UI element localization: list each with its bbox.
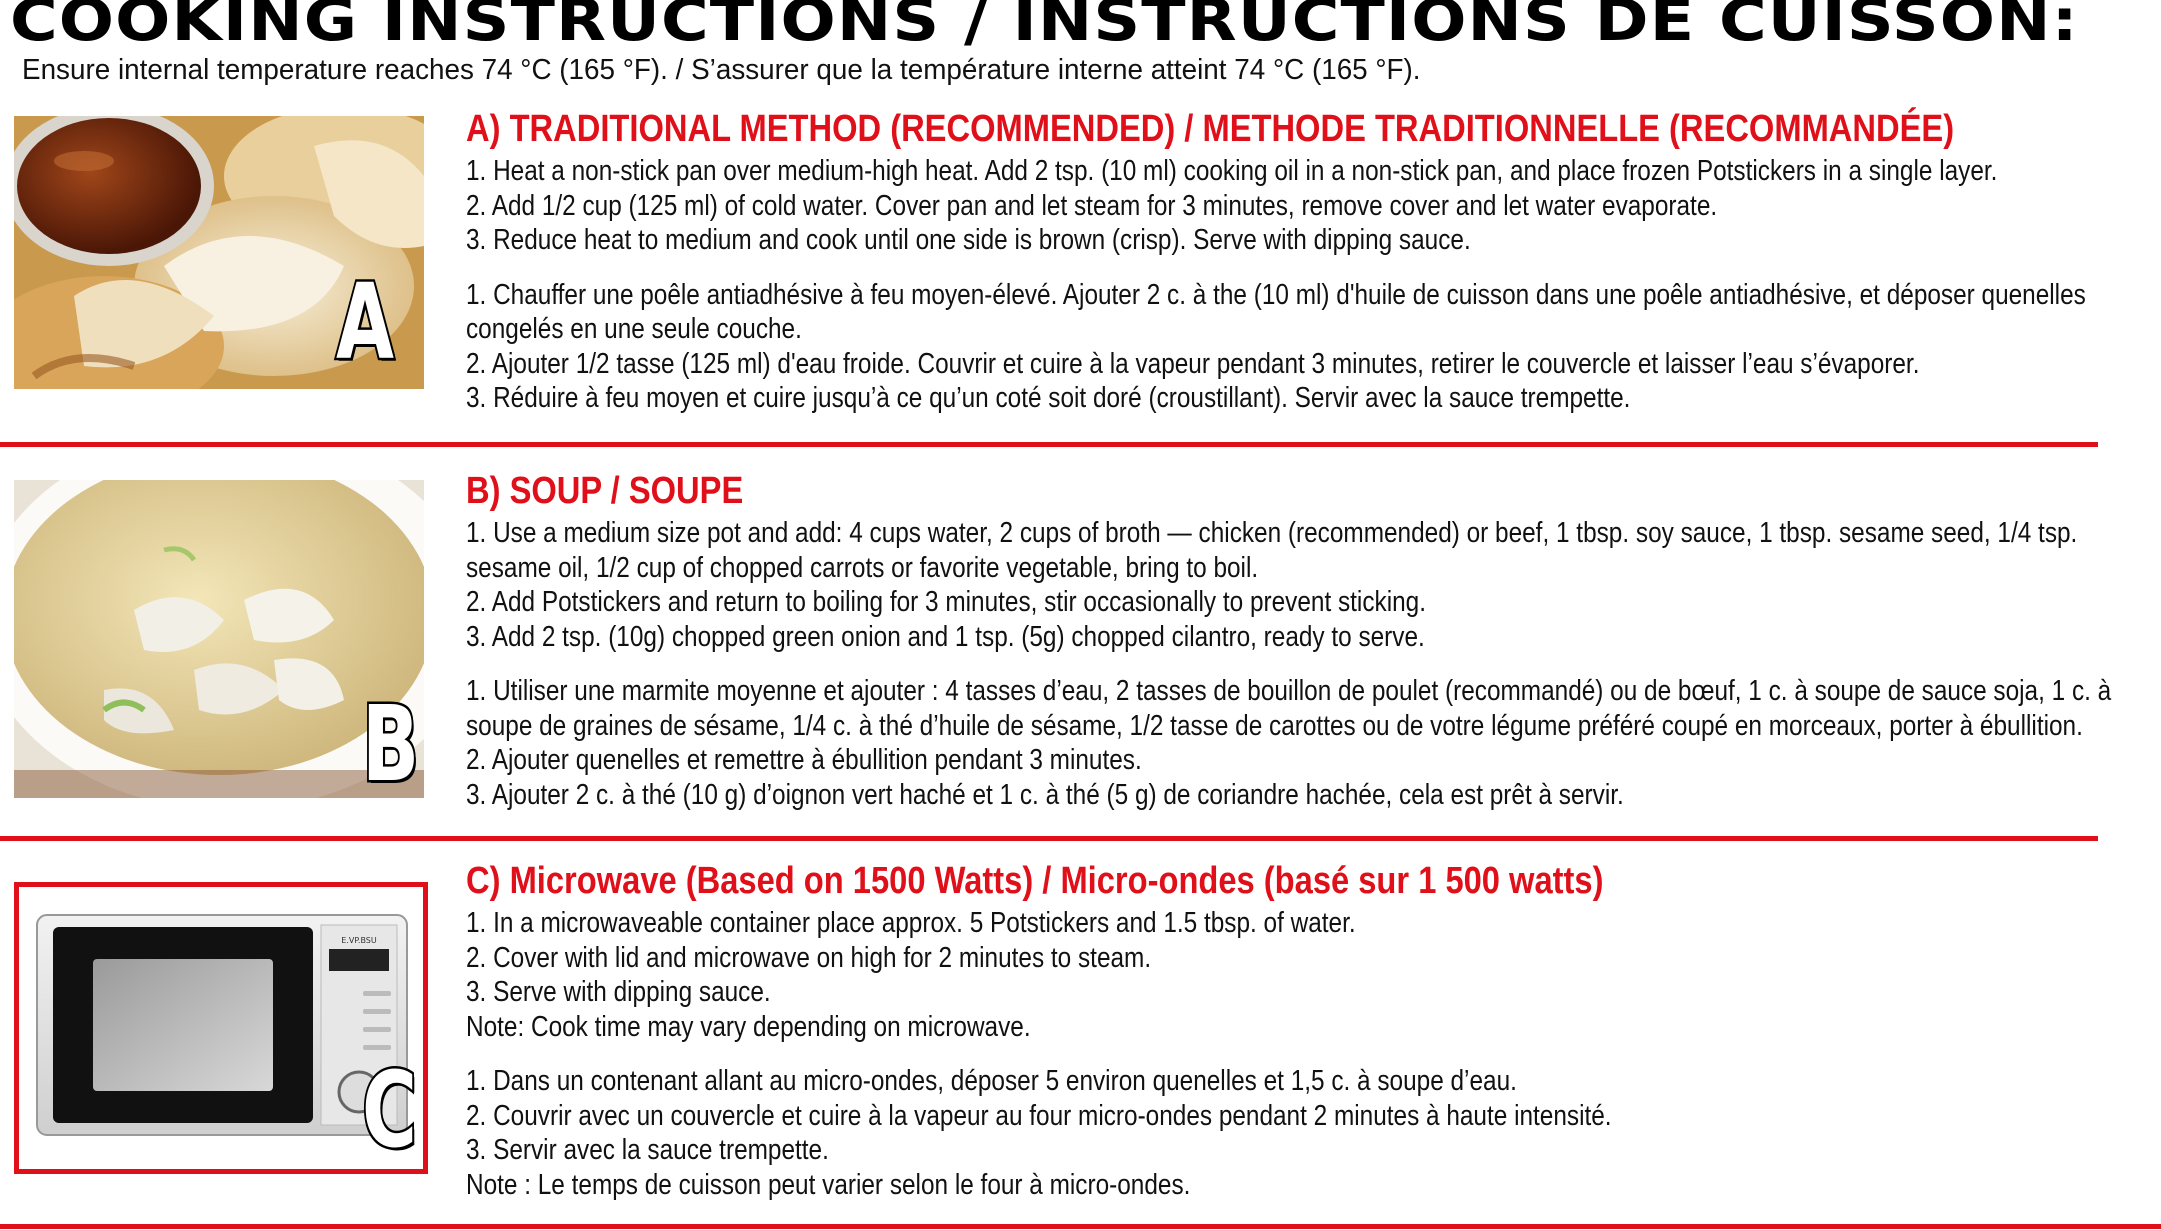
french-steps: 1. Dans un contenant allant au micro-ond…: [466, 1064, 2140, 1202]
section-title: C) Microwave (Based on 1500 Watts) / Mic…: [466, 860, 1604, 902]
pan-fried-potstickers-image: [14, 116, 424, 389]
section-badge-c: C: [360, 1049, 419, 1171]
section-badge-b: B: [360, 683, 421, 805]
step: 1. In a microwaveable container place ap…: [466, 907, 1356, 939]
french-steps: 1. Utiliser une marmite moyenne et ajout…: [466, 674, 2140, 812]
step: 3. Réduire à feu moyen et cuire jusqu’à …: [466, 382, 1631, 414]
section-content: A) TRADITIONAL METHOD (RECOMMENDED) / ME…: [466, 108, 2141, 416]
section-microwave: E.VP.BSU C C) Microwave (Based on 1500 W…: [0, 860, 2161, 1225]
english-steps: 1. In a microwaveable container place ap…: [466, 906, 2140, 1044]
step: 1. Use a medium size pot and add: 4 cups…: [466, 517, 2078, 584]
french-steps: 1. Chauffer une poêle antiadhésive à feu…: [466, 278, 2140, 416]
section-soup: B B) SOUP / SOUPE 1. Use a medium size p…: [0, 470, 2161, 840]
section-content: C) Microwave (Based on 1500 Watts) / Mic…: [466, 860, 2141, 1202]
step: 1. Utiliser une marmite moyenne et ajout…: [466, 675, 2112, 742]
step: 1. Heat a non-stick pan over medium-high…: [466, 155, 1998, 187]
step: 3. Reduce heat to medium and cook until …: [466, 224, 1471, 256]
section-content: B) SOUP / SOUPE 1. Use a medium size pot…: [466, 470, 2141, 812]
english-steps: 1. Use a medium size pot and add: 4 cups…: [466, 516, 2140, 654]
section-traditional: A A) TRADITIONAL METHOD (RECOMMENDED) / …: [0, 108, 2161, 448]
soup-bowl-image: [14, 480, 424, 798]
note: Note: Cook time may vary depending on mi…: [466, 1010, 1031, 1043]
page-title: COOKING INSTRUCTIONS / INSTRUCTIONS DE C…: [10, 0, 2079, 54]
section-divider: [0, 836, 2098, 841]
step: 2. Add Potstickers and return to boiling…: [466, 586, 1426, 618]
section-badge-a: A: [334, 261, 396, 383]
step: 3. Serve with dipping sauce.: [466, 976, 771, 1008]
section-divider: [0, 442, 2098, 447]
step: 2. Ajouter quenelles et remettre à ébull…: [466, 744, 1142, 776]
note: Note : Le temps de cuisson peut varier s…: [466, 1168, 1191, 1201]
step: 3. Servir avec la sauce trempette.: [466, 1134, 829, 1166]
section-divider: [0, 1224, 2161, 1229]
step: 1. Chauffer une poêle antiadhésive à feu…: [466, 278, 2086, 346]
microwave-image-frame: E.VP.BSU: [14, 882, 428, 1174]
english-steps: 1. Heat a non-stick pan over medium-high…: [466, 154, 2140, 258]
section-title: A) TRADITIONAL METHOD (RECOMMENDED) / ME…: [466, 108, 1955, 150]
step: 2. Couvrir avec un couvercle et cuire à …: [466, 1099, 1612, 1132]
temperature-note: Ensure internal temperature reaches 74 °…: [22, 54, 1421, 86]
microwave-brand-label: E.VP.BSU: [341, 936, 377, 945]
step: 2. Ajouter 1/2 tasse (125 ml) d'eau froi…: [466, 347, 1920, 380]
step: 2. Add 1/2 cup (125 ml) of cold water. C…: [466, 189, 1718, 222]
section-title: B) SOUP / SOUPE: [466, 470, 744, 512]
step: 2. Cover with lid and microwave on high …: [466, 941, 1152, 974]
step: 1. Dans un contenant allant au micro-ond…: [466, 1065, 1517, 1097]
step: 3. Ajouter 2 c. à thé (10 g) d’oignon ve…: [466, 778, 1624, 811]
microwave-icon: E.VP.BSU: [36, 914, 408, 1136]
step: 3. Add 2 tsp. (10g) chopped green onion …: [466, 620, 1425, 653]
